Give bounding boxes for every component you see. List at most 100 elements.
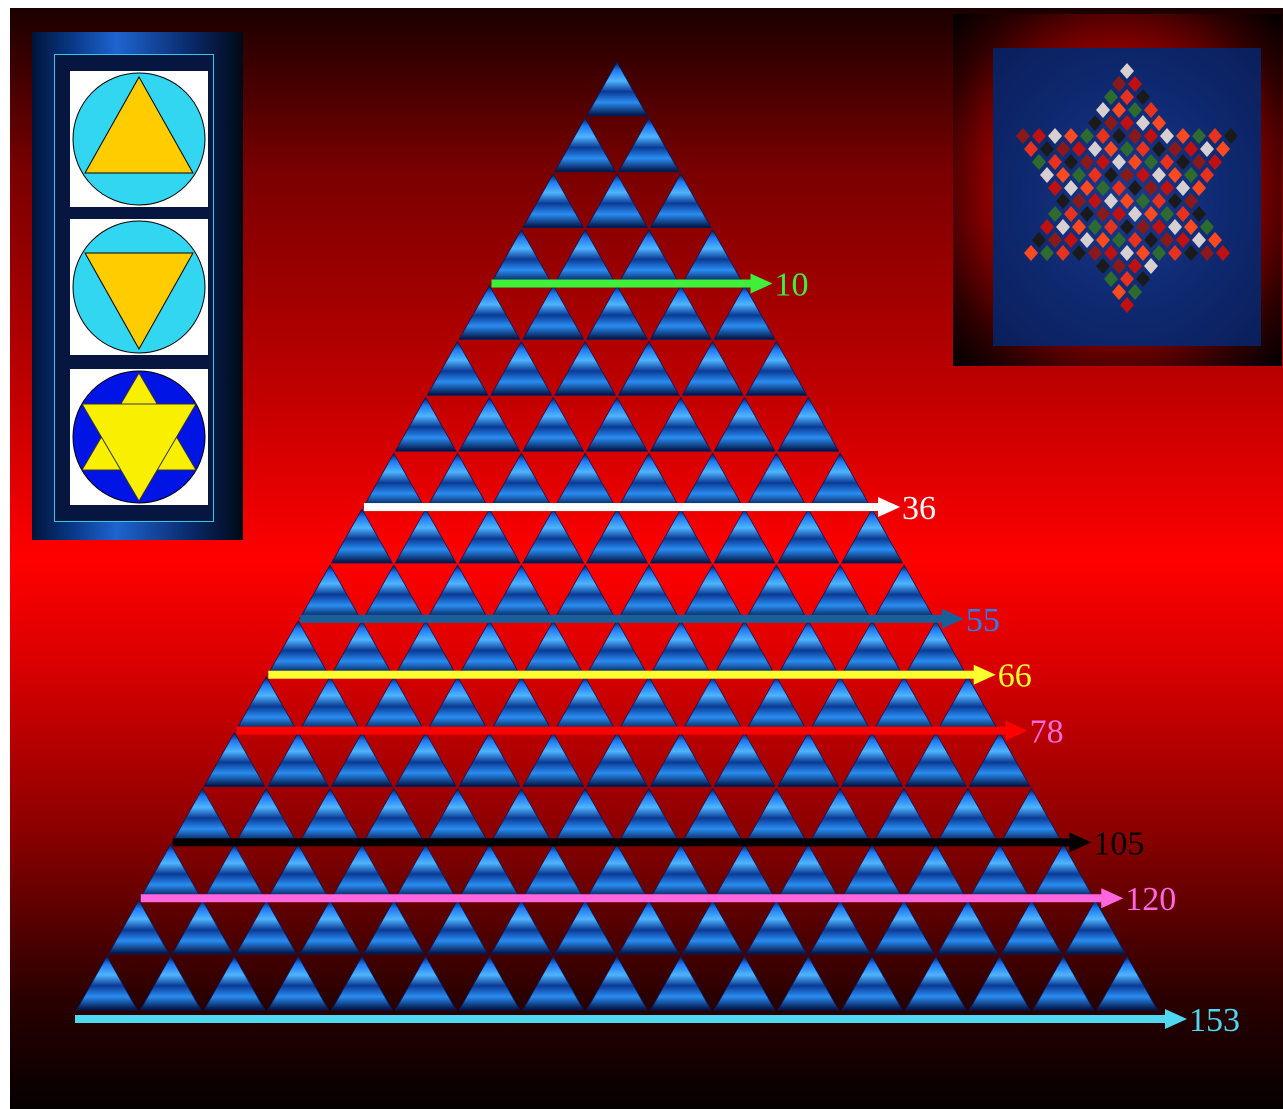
star-cube-facet — [1112, 258, 1126, 274]
pyramid-triangle — [681, 899, 744, 955]
star-cube-facet — [1056, 193, 1070, 209]
pyramid-triangle — [139, 955, 202, 1011]
row-arrow-78: 78 — [236, 714, 1064, 751]
pyramid-triangle — [809, 675, 872, 731]
row-arrow-55: 55 — [300, 602, 1000, 639]
star-cube-facet — [1040, 141, 1054, 157]
star-cube-facet — [1136, 271, 1150, 287]
pyramid-triangle — [139, 843, 202, 899]
pyramid-triangle — [585, 61, 649, 117]
pyramid-triangle — [458, 284, 521, 340]
pyramid-triangle — [681, 452, 744, 508]
pyramid-triangle — [554, 228, 617, 284]
star-cube-facet — [1192, 232, 1206, 248]
pyramid-triangle — [649, 396, 712, 452]
pyramid-triangle — [872, 787, 936, 843]
pyramid-triangle — [585, 955, 649, 1011]
star-cube-facet — [1136, 245, 1150, 261]
star-cube-facet — [1056, 219, 1070, 235]
pyramid-triangle — [681, 787, 744, 843]
row-arrow-head — [1069, 832, 1092, 853]
star-cube-facet — [1144, 154, 1158, 170]
pyramid-triangle — [649, 620, 712, 676]
row-arrow-36: 36 — [363, 490, 936, 527]
star-cube-facet — [1104, 271, 1118, 287]
star-cube-facet — [1120, 271, 1134, 287]
pyramid-triangle — [522, 508, 585, 564]
pyramid-triangle — [394, 731, 457, 787]
pyramid-triangle — [585, 508, 649, 564]
triangle-up-symbol — [70, 71, 208, 207]
pyramid-triangle — [330, 843, 394, 899]
star-cube-facet — [1104, 245, 1118, 261]
star-cube-facet — [1168, 141, 1182, 157]
pyramid-triangle — [1064, 899, 1127, 955]
pyramid-triangle — [585, 396, 649, 452]
star-cube-facet — [1096, 154, 1110, 170]
row-count-label: 105 — [1093, 825, 1144, 862]
pyramid-triangles — [75, 61, 1159, 1011]
pyramid-triangle — [298, 675, 362, 731]
star-cube-facet — [1200, 167, 1214, 183]
pyramid-triangle — [394, 955, 457, 1011]
star-cube-facet — [1184, 141, 1198, 157]
star-cube-facet — [1168, 245, 1182, 261]
pyramid-triangle — [107, 899, 170, 955]
pyramid-triangle — [777, 620, 840, 676]
hexagram-cubes-icon — [1016, 63, 1238, 313]
star-cube-facet — [1192, 206, 1206, 222]
pyramid-triangle — [298, 564, 362, 620]
star-cube-facet — [1112, 232, 1126, 248]
star-cube-facet — [1096, 206, 1110, 222]
star-cube-facet — [1096, 102, 1110, 118]
star-cube-facet — [1096, 258, 1110, 274]
pyramid-triangle — [968, 955, 1031, 1011]
symbol-panel-inner — [54, 54, 214, 522]
star-cube-facet — [1120, 63, 1134, 79]
pyramid-triangle — [585, 172, 649, 229]
star-cube-facet — [1160, 206, 1174, 222]
pyramid-triangle — [203, 731, 266, 787]
row-arrow-head — [1005, 720, 1028, 741]
row-arrow-shaft — [140, 894, 1106, 903]
star-cube-facet — [1096, 128, 1110, 144]
pyramid-triangle — [904, 955, 967, 1011]
row-count-label: 55 — [966, 602, 1000, 639]
star-cube-facet — [1200, 219, 1214, 235]
star-cube-facet — [1088, 219, 1102, 235]
pyramid-triangle — [617, 675, 680, 731]
pyramid-triangle — [713, 508, 776, 564]
star-cube-facet — [1040, 167, 1054, 183]
star-cube-facet — [1160, 232, 1174, 248]
pyramid-triangle — [171, 787, 234, 843]
pyramid-triangle — [267, 731, 330, 787]
star-cube-facet — [1208, 232, 1222, 248]
star-cube-facet — [1120, 245, 1134, 261]
pyramid-triangle — [362, 899, 425, 955]
star-cube-facet — [1112, 206, 1126, 222]
pyramid-triangle — [490, 340, 553, 396]
pyramid-triangle — [649, 172, 712, 229]
pyramid-triangle — [554, 564, 617, 620]
pyramid-triangle — [235, 899, 298, 955]
pyramid-triangle — [394, 843, 457, 899]
row-arrow-shaft — [300, 614, 946, 623]
star-cube-facet — [1208, 154, 1222, 170]
pyramid-triangle — [713, 731, 776, 787]
pyramid-triangle — [426, 340, 489, 396]
star-cube-facet — [1112, 284, 1126, 300]
star-cube-facet — [1112, 154, 1126, 170]
star-cube-facet — [1056, 167, 1070, 183]
pyramid-triangle — [394, 508, 457, 564]
star-cube-facet — [1176, 232, 1190, 248]
star-cube-facet — [1184, 193, 1198, 209]
star-cube-facet — [1040, 219, 1054, 235]
star-cube-facet — [1104, 115, 1118, 131]
star-cube-facet — [1136, 141, 1150, 157]
hexagram-symbol — [70, 369, 208, 505]
pyramid-triangle — [649, 955, 712, 1011]
star-cube-facet — [1136, 219, 1150, 235]
star-cube-facet — [1056, 141, 1070, 157]
pyramid-triangle — [840, 955, 904, 1011]
